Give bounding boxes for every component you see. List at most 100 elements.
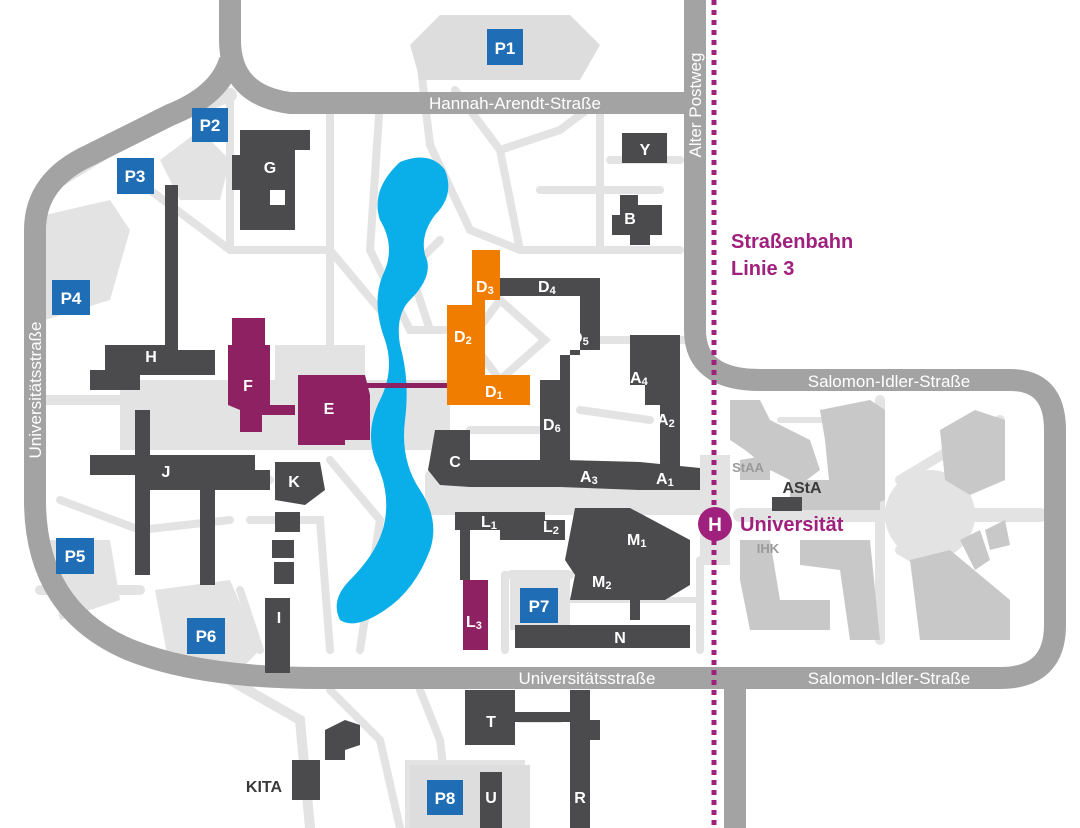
building-y-shape [622, 133, 667, 163]
building-f[interactable]: F [243, 378, 253, 395]
building-l3-letter: L [466, 614, 476, 631]
building-t[interactable]: T [486, 714, 496, 731]
building-k[interactable]: K [288, 474, 300, 491]
parking-p6[interactable]: P6 [187, 618, 225, 654]
poi-asta[interactable]: AStA [782, 480, 822, 497]
parking-signs: P1 P2 P3 P4 P5 P6 P7 P8 [52, 29, 558, 815]
building-j[interactable]: J [162, 464, 171, 481]
street-hannah-arendt: Hannah-Arendt-Straße [429, 94, 601, 113]
parking-p2[interactable]: P2 [192, 108, 228, 142]
building-t-shape [465, 690, 570, 745]
building-k-shape [275, 462, 325, 505]
parking-p1-label: P1 [495, 39, 516, 58]
building-y[interactable]: Y [640, 142, 651, 159]
building-d6-number: 6 [555, 423, 561, 435]
building-a3[interactable]: A3 [580, 469, 598, 487]
street-alter-postweg: Alter Postweg [686, 53, 705, 158]
building-c[interactable]: C [449, 454, 461, 471]
building-d5[interactable]: D5 [571, 330, 589, 348]
building-d-shape [500, 278, 600, 470]
tram-line-title: Straßenbahn [731, 231, 853, 253]
building-a1[interactable]: A1 [656, 471, 674, 489]
building-a3-letter: A [580, 469, 592, 486]
building-m-shape [565, 508, 690, 620]
building-a2-number: 2 [669, 418, 675, 430]
building-m2-number: 2 [605, 580, 611, 592]
parking-p8[interactable]: P8 [427, 780, 463, 815]
street-universitaetsstrasse-bottom: Universitätsstraße [519, 669, 656, 688]
tram-stop-icon [698, 507, 732, 541]
street-universitaetsstrasse-left: Universitätsstraße [26, 322, 45, 459]
parking-p3[interactable]: P3 [117, 158, 154, 194]
parking-p8-label: P8 [435, 789, 456, 808]
building-d1[interactable]: D1 [485, 384, 503, 402]
parking-p4[interactable]: P4 [52, 280, 90, 315]
building-n[interactable]: N [614, 630, 626, 647]
building-l1-letter: L [481, 514, 491, 531]
tram-stop-symbol: H [708, 515, 722, 536]
poi-kita[interactable]: KITA [246, 779, 283, 796]
building-d3[interactable]: D3 [476, 279, 494, 297]
street-salomon-idler-top: Salomon-Idler-Straße [808, 372, 971, 391]
building-a1-number: 1 [668, 477, 674, 489]
building-d3-number: 3 [488, 285, 494, 297]
building-a3-number: 3 [592, 475, 598, 487]
building-d6-letter: D [543, 417, 555, 434]
parking-p7-label: P7 [529, 597, 550, 616]
parking-p1[interactable]: P1 [487, 29, 523, 65]
building-f-shape [228, 318, 295, 432]
building-a2-letter: A [657, 412, 669, 429]
building-a-shape [630, 335, 680, 480]
parking-p7[interactable]: P7 [520, 588, 558, 623]
building-d2[interactable]: D2 [454, 329, 472, 347]
building-d5-number: 5 [583, 336, 589, 348]
building-r[interactable]: R [574, 790, 586, 807]
building-u[interactable]: U [485, 790, 497, 807]
building-d6[interactable]: D6 [543, 417, 561, 435]
building-i[interactable]: I [277, 610, 281, 627]
building-l2[interactable]: L2 [543, 519, 559, 537]
building-e[interactable]: E [324, 401, 335, 418]
building-d1-number: 1 [497, 390, 503, 402]
building-d1-letter: D [485, 384, 497, 401]
building-h[interactable]: H [145, 349, 157, 366]
building-a1-letter: A [656, 471, 668, 488]
building-l1[interactable]: L1 [481, 514, 497, 532]
street-labels: Hannah-Arendt-Straße Alter Postweg Salom… [26, 53, 970, 688]
ring-road [24, 0, 1066, 689]
building-d-orange-shape [447, 250, 530, 405]
building-m1[interactable]: M1 [627, 532, 646, 550]
building-n-shape [515, 625, 690, 648]
building-b[interactable]: B [624, 211, 636, 228]
roads [24, 0, 1066, 828]
building-i-shape [265, 598, 290, 673]
buildings [90, 130, 802, 828]
building-m1-number: 1 [640, 538, 646, 550]
poi-labels: KITA AStA StAA IHK [246, 460, 822, 796]
tram-stop-universitaet[interactable]: H Universität [698, 507, 844, 541]
building-g[interactable]: G [264, 160, 276, 177]
building-a4[interactable]: A4 [630, 370, 649, 388]
building-d2-number: 2 [466, 335, 472, 347]
building-m2[interactable]: M2 [592, 574, 611, 592]
building-asta-shape [772, 497, 802, 511]
building-d4-number: 4 [550, 285, 557, 297]
building-a2[interactable]: A2 [657, 412, 675, 430]
poi-ihk[interactable]: IHK [757, 541, 780, 556]
parking-p2-label: P2 [200, 116, 221, 135]
building-l2-number: 2 [553, 525, 559, 537]
building-l3[interactable]: L3 [466, 614, 482, 632]
building-labels: G H F E J K I C Y B T U R N D3 D4 D2 D5 … [145, 142, 674, 807]
parking-p3-label: P3 [125, 167, 146, 186]
parking-p5[interactable]: P5 [56, 538, 94, 574]
building-b-shape [612, 195, 662, 245]
building-d5-letter: D [571, 330, 583, 347]
tram-line-number: Linie 3 [731, 258, 794, 280]
parking-p4-label: P4 [61, 289, 82, 308]
street-salomon-idler-bottom: Salomon-Idler-Straße [808, 669, 971, 688]
parking-p5-label: P5 [65, 547, 86, 566]
building-d4[interactable]: D4 [538, 279, 557, 297]
poi-staa[interactable]: StAA [732, 460, 764, 475]
bridge-e-d [365, 383, 447, 388]
